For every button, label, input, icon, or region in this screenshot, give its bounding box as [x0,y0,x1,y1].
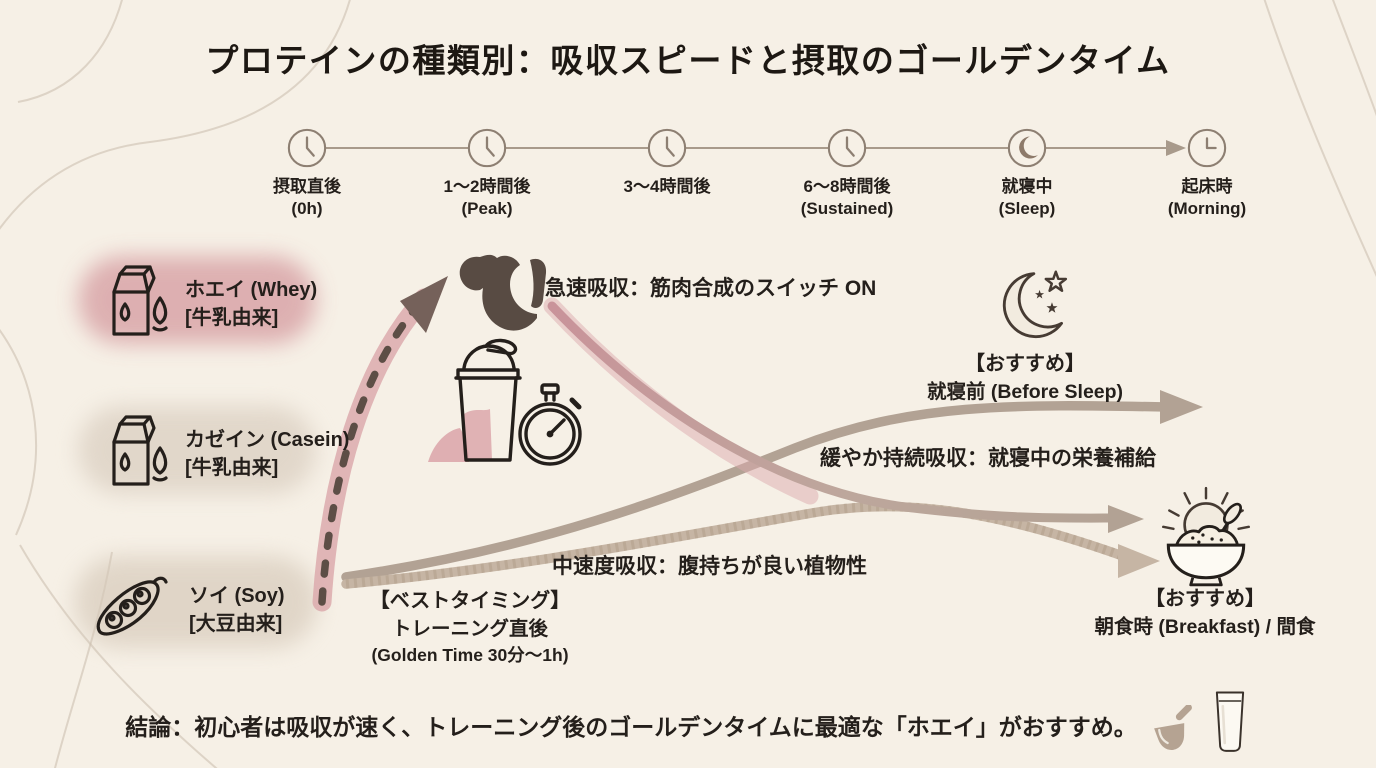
moon-stars-icon [982,266,1078,357]
timeline-node-sleep [1006,127,1048,169]
soy-annotation: 中速度吸収：腹持ちが良い植物性 [552,555,867,578]
best-timing-callout: 【ベストタイミング】 トレーニング直後 (Golden Time 30分〜1h) [369,590,571,665]
legend-row-casein: カゼイン (Casein) [牛乳由来] [100,412,349,495]
timeline-label-6-8h: 6〜8時間後 (Sustained) [800,177,894,219]
timeline-label-peak: 1〜2時間後 (Peak) [443,177,531,219]
casein-annotation: 緩やか持続吸収：就寝中の栄養補給 [820,447,1156,470]
protein-scoop-icon [1147,704,1199,760]
timeline-node-6-8h [826,127,868,169]
whey-highlight-blob [78,256,316,344]
clock-icon [646,128,688,173]
milk-carton-icon [100,412,172,495]
flexed-biceps-icon [450,248,550,353]
casein-curve [341,390,1203,582]
conclusion-row: 結論：初心者は吸収が速く、トレーニング後のゴールデンタイムに最適な「ホエイ」がお… [0,690,1376,759]
soy-curve [341,501,1160,589]
whey-annotation: 急速吸収：筋肉合成のスイッチ ON [545,277,877,300]
soybean-pod-icon [92,574,176,645]
timeline-label-3-4h: 3〜4時間後 [623,177,711,196]
legend-text-casein: カゼイン (Casein) [牛乳由来] [185,428,350,479]
crescent-moon-icon [1006,128,1048,173]
milk-carton-icon [100,262,172,345]
timeline-label-0h: 摂取直後 (0h) [273,177,341,219]
timeline-node-0h [286,127,328,169]
whey-decline-curve [543,297,1144,533]
timeline-label-morning: 起床時 (Morning) [1167,177,1247,219]
before-sleep-callout: 【おすすめ】 就寝前 (Before Sleep) [926,353,1124,403]
milk-glass-icon [1209,690,1251,759]
breakfast-callout: 【おすすめ】 朝食時 (Breakfast) / 間食 [1094,588,1316,638]
stopwatch-icon [508,382,592,479]
legend-text-soy: ソイ (Soy) [大豆由来] [189,584,285,635]
legend-text-whey: ホエイ (Whey) [牛乳由来] [185,278,318,329]
breakfast-bowl-icon [1150,486,1262,593]
conclusion-text: 結論：初心者は吸収が速く、トレーニング後のゴールデンタイムに最適な「ホエイ」がお… [125,713,1137,740]
whey-rise-arrow [312,276,448,612]
legend-row-soy: ソイ (Soy) [大豆由来] [92,574,285,645]
casein-highlight-blob [78,406,316,494]
clock-morning-icon [1186,128,1228,173]
timeline-connector [326,140,1186,156]
timeline-node-peak [466,127,508,169]
timeline-node-3-4h [646,127,688,169]
page-title: プロテインの種類別：吸収スピードと摂取のゴールデンタイム [205,41,1171,80]
clock-icon [286,128,328,173]
clock-icon [466,128,508,173]
clock-icon [826,128,868,173]
protein-shaker-icon [424,334,532,473]
timeline-label-sleep: 就寝中 (Sleep) [998,177,1056,219]
legend-row-whey: ホエイ (Whey) [牛乳由来] [100,262,317,345]
timeline-node-morning [1186,127,1228,169]
